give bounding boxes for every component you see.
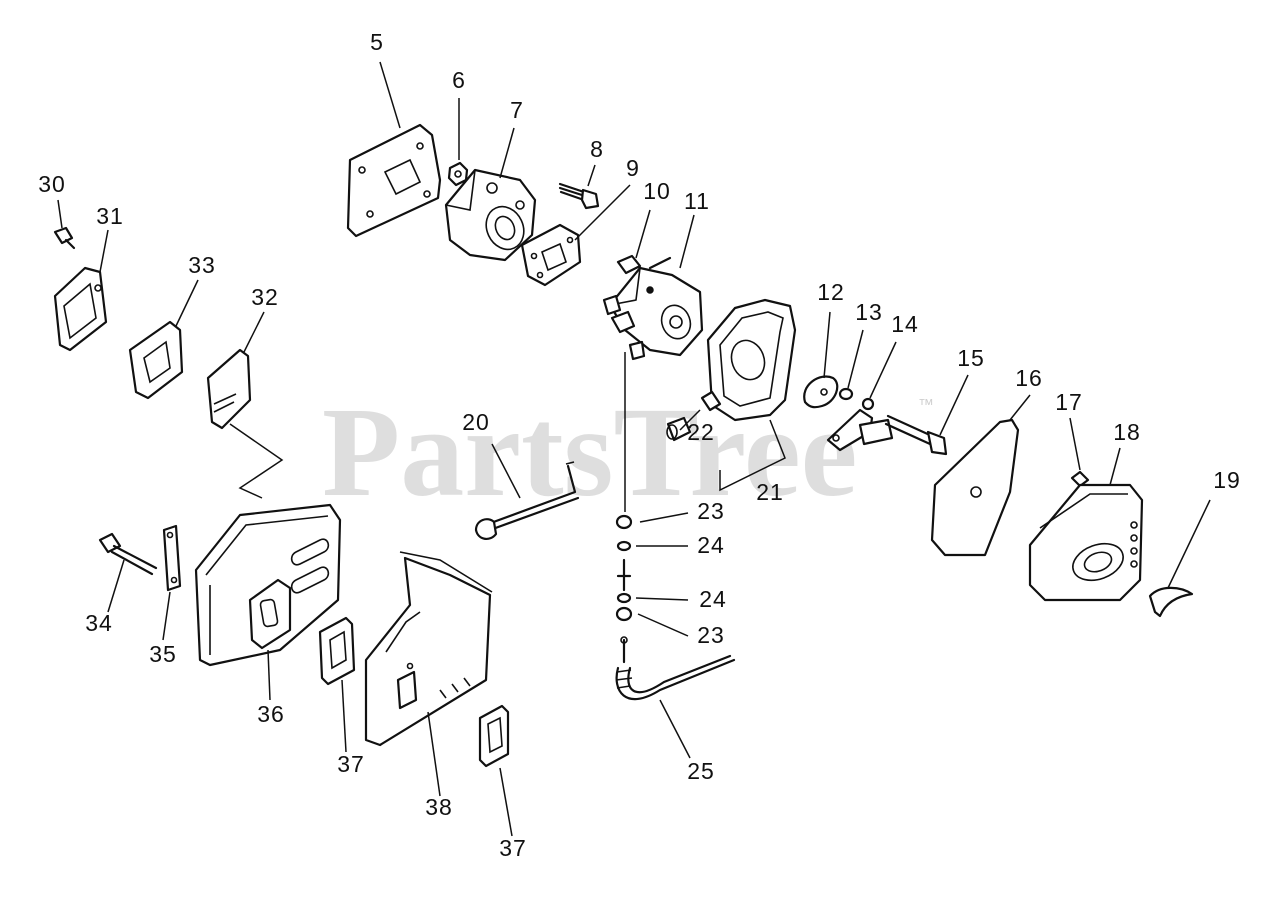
part-17-label[interactable] [1070,470,1090,488]
part-35-gasket-strip[interactable] [162,524,182,592]
part-8-screw[interactable] [558,182,600,210]
part-20-choke-lever[interactable] [474,461,580,540]
part-9-gasket[interactable] [520,223,582,287]
callout-10: 10 [643,178,671,204]
part-14-bracket[interactable] [826,397,894,452]
callout-13: 13 [855,299,883,325]
callout-30: 30 [38,171,66,197]
part-37-gasket-lower[interactable] [478,704,510,768]
leader-lines [57,61,1211,837]
part-37-gasket-upper[interactable] [318,616,356,686]
callout-38: 38 [425,794,453,820]
callout-7: 7 [510,97,524,123]
callout-25: 25 [687,758,715,784]
part-19-knob[interactable] [1148,586,1194,618]
part-7-adapter[interactable] [444,168,537,262]
part-12-clip[interactable] [803,375,839,409]
part-22-bushing[interactable] [666,416,692,442]
part-13-washer[interactable] [838,387,854,401]
part-5-gasket[interactable] [346,123,442,238]
callout-15: 15 [957,345,985,371]
callout-labels: 5 6 7 8 9 10 11 12 13 14 15 16 17 18 19 … [38,29,1241,861]
callout-33: 33 [188,252,216,278]
part-10-small-gasket[interactable] [616,254,642,275]
part-36-muffler[interactable] [194,503,342,667]
callout-18: 18 [1113,419,1141,445]
callout-23b: 23 [697,622,725,648]
callout-20: 20 [462,409,490,435]
callout-24a: 24 [697,532,725,558]
callout-16: 16 [1015,365,1043,391]
part-16-filter[interactable] [930,418,1020,557]
part-32-plate[interactable] [206,348,284,499]
callout-36: 36 [257,701,285,727]
callout-22: 22 [687,419,715,445]
callout-12: 12 [817,279,845,305]
callout-31: 31 [96,203,124,229]
part-30-screw[interactable] [53,226,76,250]
part-18-cover[interactable] [1028,483,1144,602]
watermark: PartsTree ™ [322,381,934,523]
callout-37a: 37 [337,751,365,777]
part-11-carburetor[interactable] [602,256,704,361]
callout-11: 11 [684,188,710,214]
callout-17: 17 [1055,389,1083,415]
part-25-fuel-line[interactable] [615,636,736,701]
callout-8: 8 [590,136,604,162]
part-15-bolt[interactable] [884,414,948,456]
callout-32: 32 [251,284,279,310]
part-33-gasket[interactable] [128,320,184,400]
callout-9: 9 [626,155,640,181]
watermark-trademark: ™ [918,397,934,414]
callout-35: 35 [149,641,177,667]
part-31-cover-plate[interactable] [53,266,108,352]
callout-19: 19 [1213,467,1241,493]
part-23-24-fittings[interactable] [615,352,633,622]
callout-34: 34 [85,610,113,636]
callout-21: 21 [756,479,784,505]
callout-24b: 24 [699,586,727,612]
callout-23a: 23 [697,498,725,524]
part-38-heat-shield[interactable] [364,551,493,747]
part-21-air-cleaner-base[interactable] [700,298,797,422]
callout-6: 6 [452,67,466,93]
part-34-bolt[interactable] [98,532,158,576]
callout-37b: 37 [499,835,527,861]
callout-14: 14 [891,311,919,337]
callout-5: 5 [370,29,384,55]
